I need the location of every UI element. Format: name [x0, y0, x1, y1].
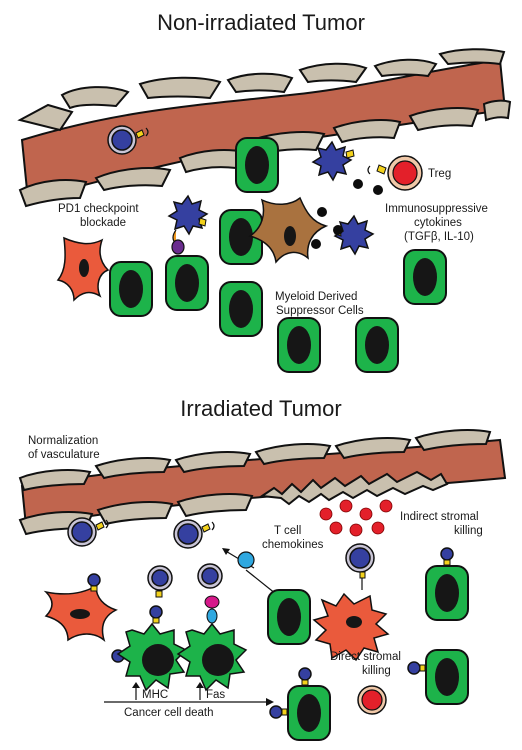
label-fas: Fas [206, 689, 225, 701]
label-mdsc-line2: Suppressor Cells [276, 305, 364, 317]
chemokine-signal [222, 548, 277, 595]
tumor-cells-top [109, 137, 447, 373]
label-direct-line1: Direct stromal [330, 651, 401, 663]
title-irradiated: Irradiated Tumor [180, 396, 341, 421]
label-treg: Treg [428, 168, 451, 180]
label-mdsc-line1: Myeloid Derived [275, 291, 357, 303]
treg-cell [367, 155, 423, 191]
pd1-antibody [171, 229, 185, 255]
red-cytokine-dots [319, 499, 393, 537]
t-cell-attacking [345, 543, 375, 590]
label-cancer-death: Cancer cell death [124, 707, 214, 719]
label-direct-line2: killing [362, 665, 391, 677]
t-cells-in-vessel-bottom [67, 517, 215, 549]
label-normalization-line1: Normalization [28, 435, 98, 447]
label-cytokines-line3: (TGFβ, IL-10) [404, 231, 474, 243]
death-markers [104, 682, 274, 706]
title-non-irradiated: Non-irradiated Tumor [157, 10, 365, 35]
tumor-cells-bottom [267, 565, 469, 741]
t-cell-in-vessel [107, 125, 149, 155]
label-mhc: MHC [142, 689, 168, 701]
blood-vessel-bottom [18, 429, 507, 536]
label-tcell-chemo-line2: chemokines [262, 539, 324, 551]
cytokine-dots [311, 179, 383, 249]
dying-cancer-cells [116, 622, 248, 692]
fibroblast-bottom [43, 584, 118, 643]
label-cytokines-line1: Immunosuppressive [385, 203, 488, 215]
treg-cell-bottom [357, 685, 387, 715]
mdsc-cell [248, 196, 329, 264]
label-tcell-chemo-line1: T cell [274, 525, 301, 537]
label-normalization-line2: of vasculature [28, 449, 100, 461]
t-cells-on-tumor [269, 547, 454, 719]
fibroblast-top [56, 236, 110, 302]
label-indirect-line2: killing [454, 525, 483, 537]
suppressed-t-cells [167, 140, 375, 256]
label-cytokines-line2: cytokines [414, 217, 462, 229]
dying-fibroblast [312, 592, 390, 662]
label-indirect-line1: Indirect stromal [400, 511, 479, 523]
label-pd1-line1: PD1 checkpoint [58, 203, 139, 215]
label-pd1-line2: blockade [80, 217, 126, 229]
